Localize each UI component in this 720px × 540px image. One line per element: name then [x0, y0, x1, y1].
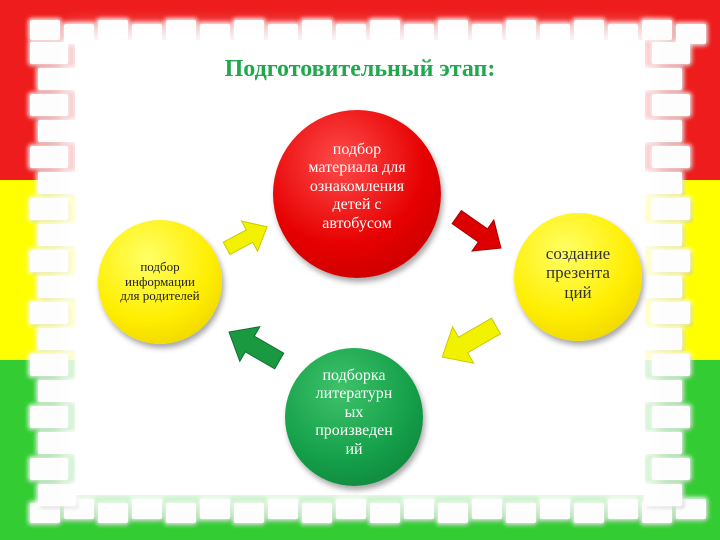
brick — [652, 302, 690, 324]
brick — [652, 198, 690, 220]
brick — [652, 250, 690, 272]
node-literature-selection: подборка литературн ых произведен ий — [285, 348, 423, 486]
arrow-left-to-top — [222, 220, 268, 256]
brick — [302, 503, 332, 523]
brick — [38, 484, 76, 506]
brick — [200, 24, 230, 44]
brick — [38, 120, 76, 142]
brick — [642, 20, 672, 40]
brick — [166, 20, 196, 40]
brick — [652, 94, 690, 116]
brick — [642, 503, 672, 523]
slide-title: Подготовительный этап: — [224, 56, 496, 82]
brick — [644, 380, 682, 402]
brick — [30, 354, 68, 376]
brick — [234, 20, 264, 40]
brick — [38, 224, 76, 246]
brick — [644, 484, 682, 506]
brick — [38, 276, 76, 298]
brick — [652, 42, 690, 64]
node-literature-selection-label: подборка литературн ых произведен ий — [315, 367, 393, 458]
node-presentation-creation: создание презента ций — [514, 213, 642, 341]
node-parent-info: подбор информации для родителей — [98, 220, 222, 344]
brick — [30, 94, 68, 116]
brick — [438, 503, 468, 523]
brick — [540, 499, 570, 519]
brick — [30, 146, 68, 168]
brick — [38, 432, 76, 454]
brick — [30, 302, 68, 324]
brick — [38, 380, 76, 402]
brick — [200, 499, 230, 519]
brick — [438, 20, 468, 40]
brick — [336, 24, 366, 44]
brick — [644, 328, 682, 350]
brick — [302, 20, 332, 40]
node-presentation-creation-label: создание презента ций — [545, 243, 611, 302]
arrow-right-to-bottom — [441, 317, 502, 364]
brick — [540, 24, 570, 44]
brick — [30, 503, 60, 523]
brick — [676, 24, 706, 44]
brick — [268, 24, 298, 44]
arrow-bottom-to-left — [228, 326, 285, 370]
brick-frame — [30, 20, 706, 525]
brick — [38, 68, 76, 90]
brick — [652, 458, 690, 480]
brick — [608, 499, 638, 519]
brick — [370, 503, 400, 523]
brick — [472, 499, 502, 519]
brick — [234, 503, 264, 523]
brick — [404, 24, 434, 44]
brick — [652, 354, 690, 376]
brick — [644, 120, 682, 142]
brick — [336, 499, 366, 519]
brick — [644, 172, 682, 194]
brick — [30, 42, 68, 64]
brick — [644, 68, 682, 90]
node-material-selection: подбор материала для ознакомления детей … — [273, 110, 441, 278]
arrow-top-to-right — [451, 209, 502, 252]
brick — [652, 146, 690, 168]
brick — [506, 503, 536, 523]
brick — [166, 503, 196, 523]
node-parent-info-label: подбор информации для родителей — [120, 258, 200, 304]
brick — [132, 24, 162, 44]
brick — [644, 432, 682, 454]
brick — [64, 24, 94, 44]
brick — [506, 20, 536, 40]
brick — [574, 20, 604, 40]
brick — [370, 20, 400, 40]
brick — [38, 172, 76, 194]
brick — [30, 458, 68, 480]
brick — [38, 328, 76, 350]
node-material-selection-label: подбор материала для ознакомления детей … — [308, 141, 406, 232]
brick — [608, 24, 638, 44]
brick — [30, 20, 60, 40]
brick — [132, 499, 162, 519]
brick — [30, 198, 68, 220]
brick — [30, 250, 68, 272]
brick — [268, 499, 298, 519]
brick — [644, 276, 682, 298]
brick — [30, 406, 68, 428]
brick — [644, 224, 682, 246]
brick — [676, 499, 706, 519]
brick — [652, 406, 690, 428]
brick — [98, 503, 128, 523]
brick — [98, 20, 128, 40]
brick — [404, 499, 434, 519]
brick — [472, 24, 502, 44]
brick — [574, 503, 604, 523]
